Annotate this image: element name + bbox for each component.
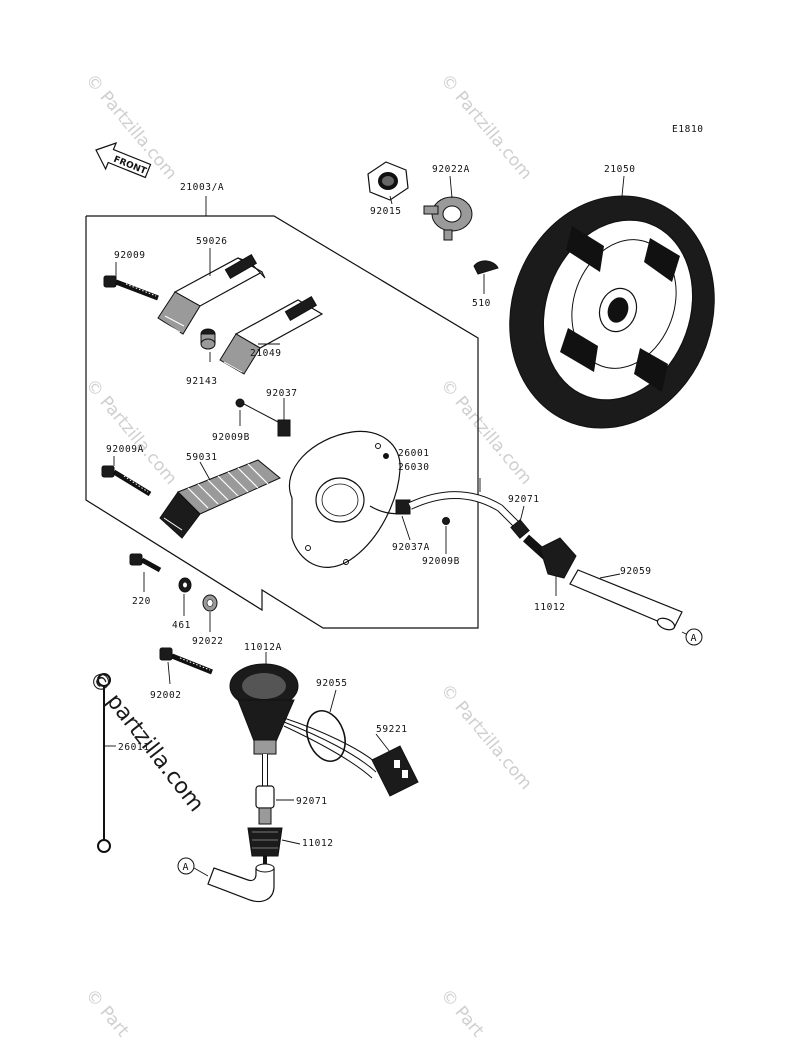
part-label: 92071 xyxy=(508,494,540,505)
grommet-11012A xyxy=(229,663,299,755)
o-ring-92055 xyxy=(306,710,346,762)
connector-mark-a: A xyxy=(681,628,703,646)
bolt-220 xyxy=(129,553,162,573)
part-label: 59026 xyxy=(196,236,228,247)
bolt-92009 xyxy=(103,275,159,301)
watermark: © Part xyxy=(81,985,133,1041)
lower-cable xyxy=(207,754,283,903)
stator-plate xyxy=(289,430,411,568)
part-label: 26001 xyxy=(398,448,430,459)
part-labels: 21003/A 92009 59026 92143 21049 92037 92… xyxy=(106,164,652,849)
part-label: 92059 xyxy=(620,566,652,577)
flywheel-21050 xyxy=(509,195,715,429)
svg-text:A: A xyxy=(691,633,697,644)
part-label: 510 xyxy=(472,298,491,309)
washer-461 xyxy=(178,577,192,593)
watermark: © Partzilla.com xyxy=(436,375,536,488)
clamp-92037 xyxy=(235,398,291,437)
regulator-59026 xyxy=(157,253,266,335)
connector-59221 xyxy=(371,745,419,797)
leader-lines xyxy=(104,175,625,845)
part-label: 92071 xyxy=(296,796,328,807)
part-label: 92015 xyxy=(370,206,402,217)
part-label: 92022A xyxy=(432,164,470,175)
part-label: 461 xyxy=(172,620,191,631)
washer-92022 xyxy=(202,594,218,612)
part-label: 220 xyxy=(132,596,151,607)
part-label: 21049 xyxy=(250,348,282,359)
part-label: 92009B xyxy=(422,556,460,567)
svg-text:A: A xyxy=(183,862,189,873)
nut-92015 xyxy=(367,161,409,201)
part-label: 92009B xyxy=(212,432,250,443)
part-label: 26030 xyxy=(398,462,430,473)
key-510 xyxy=(473,260,499,275)
wire-harness xyxy=(283,717,381,779)
bolt-92009A xyxy=(101,465,152,497)
watermark: © Partzilla.com xyxy=(81,375,181,488)
part-label: 92143 xyxy=(186,376,218,387)
connector-mark-a: A xyxy=(177,857,209,877)
part-label: 92055 xyxy=(316,678,348,689)
part-label: 21003/A xyxy=(180,182,224,193)
watermark-prominent: © partzilla.com xyxy=(83,666,208,817)
part-label: 92037 xyxy=(266,388,298,399)
lock-washer-92022A xyxy=(423,196,473,241)
part-label: 92009A xyxy=(106,444,144,455)
part-label: 59221 xyxy=(376,724,408,735)
part-label: 11012 xyxy=(302,838,334,849)
part-label: 92002 xyxy=(150,690,182,701)
diagram-code: E1810 xyxy=(672,124,704,135)
part-label: 92022 xyxy=(192,636,224,647)
regulator-21049 xyxy=(219,295,324,375)
part-label: 11012 xyxy=(534,602,566,613)
watermark: © Part xyxy=(436,985,488,1041)
collar-92143 xyxy=(200,328,216,350)
watermark: © Partzilla.com xyxy=(436,680,536,793)
part-label: 92009 xyxy=(114,250,146,261)
bolt-92002 xyxy=(159,647,213,675)
part-label: 26011 xyxy=(118,742,150,753)
assembly-outline xyxy=(85,215,479,629)
lead-wire xyxy=(408,491,577,579)
part-label: 11012A xyxy=(244,642,282,653)
ground-lead-26011 xyxy=(97,673,111,853)
tube-92059 xyxy=(569,569,683,631)
screw-92009B xyxy=(442,517,450,525)
part-label: 21050 xyxy=(604,164,636,175)
rectifier-59031 xyxy=(159,459,281,539)
part-label: 92037A xyxy=(392,542,430,553)
part-label: 59031 xyxy=(186,452,218,463)
